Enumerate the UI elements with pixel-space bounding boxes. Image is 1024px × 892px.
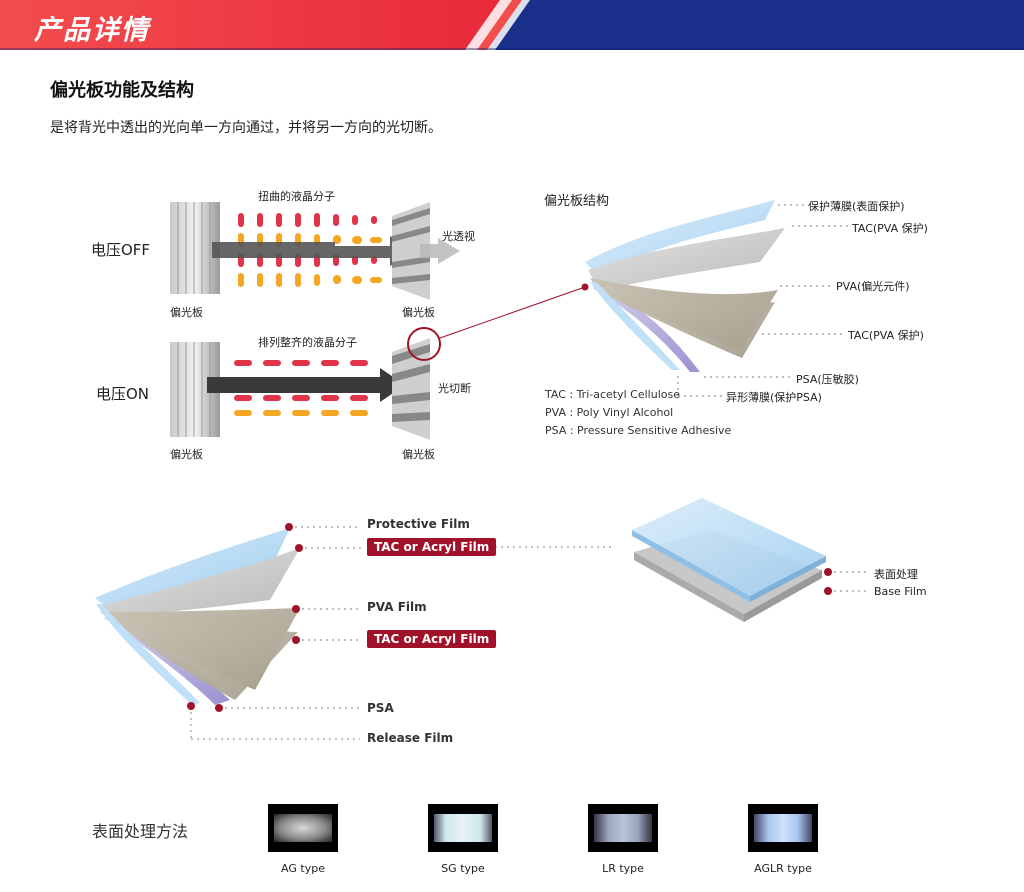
lr-type-image [588, 804, 658, 852]
voltage-on-label: 电压ON [96, 385, 150, 403]
legend-pva: PVA : Poly Vinyl Alcohol [545, 406, 674, 419]
cn-layer-2: TAC(PVA 保护) [852, 222, 928, 235]
zoom-connector-line [439, 286, 586, 339]
off-transmitted-light [420, 238, 460, 264]
off-right-polarizer [392, 202, 430, 300]
surface-leader-dots [824, 568, 832, 595]
light-block-label: 光切断 [438, 382, 471, 395]
ag-type-label: AG type [281, 862, 325, 875]
lr-type-label: LR type [602, 862, 644, 875]
cn-layer-6: 异形薄膜(保护PSA) [726, 391, 822, 404]
polarizer-label-off-left: 偏光板 [170, 306, 203, 319]
off-left-polarizer [170, 202, 220, 294]
off-light-arrow [212, 236, 420, 266]
legend-tac: TAC : Tri-acetyl Cellulose [545, 388, 680, 401]
aglr-type-label: AGLR type [754, 862, 812, 875]
en-layer-psa: PSA [367, 701, 394, 715]
ag-type-image [268, 804, 338, 852]
section-description: 是将背光中透出的光向单一方向通过，并将另一方向的光切断。 [50, 120, 442, 136]
aligned-lc-label: 排列整齐的液晶分子 [258, 336, 357, 349]
cn-leader-lines [677, 204, 850, 397]
section-title: 偏光板功能及结构 [50, 80, 194, 101]
cn-layer-1: 保护薄膜(表面保护) [808, 200, 905, 213]
en-leader-lines [190, 526, 612, 740]
aglr-type-image [748, 804, 818, 852]
en-layer-release: Release Film [367, 731, 454, 745]
legend-psa: PSA : Pressure Sensitive Adhesive [545, 424, 732, 437]
surface-layer-label: 表面处理 [874, 568, 918, 581]
sg-type-image [428, 804, 498, 852]
header-bar: 产品详情 [0, 0, 1024, 50]
on-left-polarizer [170, 342, 220, 437]
twisted-lc-label: 扭曲的液晶分子 [258, 190, 335, 203]
en-layer-protective: Protective Film [367, 517, 470, 531]
en-structure-layers [95, 528, 300, 705]
header-background [0, 0, 1024, 50]
cn-layer-3: PVA(偏光元件) [836, 280, 910, 293]
polarizer-label-off-right: 偏光板 [402, 306, 435, 319]
en-layer-pva: PVA Film [367, 600, 427, 614]
cn-layer-4: TAC(PVA 保护) [848, 329, 924, 342]
zoom-circle [407, 327, 441, 361]
light-pass-label: 光透视 [442, 230, 475, 243]
en-layer-tac-bottom: TAC or Acryl Film [367, 630, 497, 648]
voltage-off-label: 电压OFF [91, 241, 151, 259]
en-leader-dots [187, 523, 303, 712]
cn-layer-5: PSA(压敏胶) [796, 373, 859, 386]
base-film-label: Base Film [874, 585, 927, 598]
surface-leader-lines [834, 571, 870, 592]
polarizer-label-on-left: 偏光板 [170, 448, 203, 461]
polarizer-label-on-right: 偏光板 [402, 448, 435, 461]
cn-structure-layers [585, 200, 785, 372]
on-light-arrow [207, 368, 405, 402]
cn-structure-title: 偏光板结构 [544, 194, 610, 209]
on-right-polarizer [392, 338, 430, 440]
surface-treatment-title: 表面处理方法 [92, 822, 189, 841]
page-title: 产品详情 [34, 15, 150, 46]
sg-type-label: SG type [441, 862, 485, 875]
cn-structure-anchor [581, 283, 589, 291]
surface-panel [632, 498, 826, 622]
en-layer-tac-top: TAC or Acryl Film [367, 538, 497, 556]
